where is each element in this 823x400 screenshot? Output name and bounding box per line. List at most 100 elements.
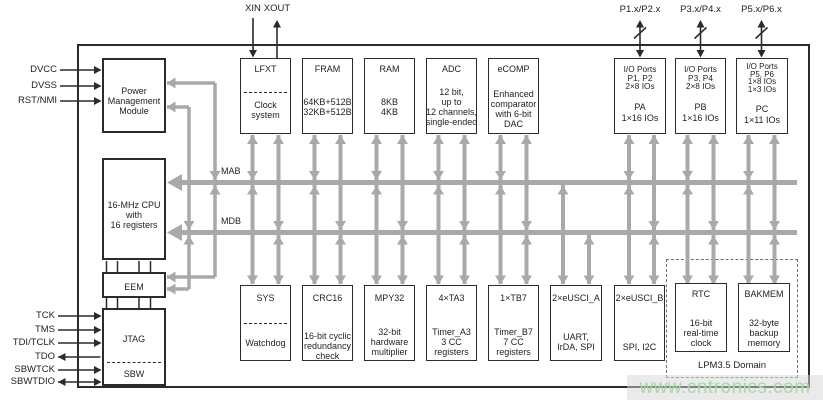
block-text-line: 32-byte: [748, 318, 780, 328]
block-rtc: RTC 16-bit real-time clock: [675, 283, 727, 352]
block-text-line: UART,: [563, 332, 589, 342]
block-text-line: registers: [496, 347, 531, 357]
block-text-line: 12 channels,: [425, 107, 478, 117]
dashed-divider: [107, 362, 161, 363]
arrowhead: [696, 20, 705, 28]
pin-label-rst-nmi: RST/NMI: [17, 95, 57, 106]
block-title: CRC16: [312, 293, 343, 303]
block-text-line: system: [251, 110, 280, 120]
pin-label-dvss: DVSS: [31, 80, 57, 91]
arrowhead: [58, 378, 66, 386]
block-text-line: 32KB+512B: [303, 107, 352, 117]
block-text-line: 64KB+512B: [303, 97, 352, 107]
block-text-line: PB: [694, 102, 707, 112]
block-lfxt-clock: LFXT Clock system: [240, 58, 291, 134]
arrowhead: [757, 20, 766, 28]
watermark-text: www.cntronics.com: [639, 376, 811, 398]
block-sys-watchdog: SYS Watchdog: [240, 285, 291, 361]
block-text-line: Watchdog: [245, 338, 286, 348]
block-text-line: Module: [119, 106, 149, 116]
pin-label-xout: XOUT: [263, 3, 291, 14]
block-text-line: I/O Ports: [746, 62, 778, 71]
block-title: EEM: [124, 282, 144, 292]
block-text-line: 16-bit: [689, 318, 713, 328]
block-fram: FRAM 64KB+512B 32KB+512B: [302, 58, 353, 134]
pin-label-dvcc: DVCC: [30, 64, 57, 75]
device-boundary: [77, 44, 810, 388]
arrowhead: [273, 20, 281, 28]
block-text-line: registers: [434, 347, 469, 357]
block-title: SYS: [256, 293, 275, 303]
block-text-line: PC: [755, 104, 769, 114]
block-mpy32: MPY32 32-bit hardware multiplier: [364, 285, 415, 361]
block-text-line: Management: [107, 96, 161, 106]
pin-label-tck: TCK: [36, 310, 55, 321]
block-text-line: I/O Ports: [623, 64, 657, 74]
block-eusci-b: 2×eUSCI_B SPI, I2C: [614, 285, 665, 361]
block-text-line: 4KB: [380, 107, 398, 117]
block-title: 2×eUSCI_B: [615, 293, 664, 303]
block-text-line: hardware: [370, 337, 409, 347]
block-text-line: 1×3 IOs: [747, 84, 777, 94]
block-text-line: Enhanced: [493, 89, 534, 99]
block-io-ports-p1-p2: I/O Ports P1, P2 2×8 IOs PA 1×16 IOs: [614, 58, 666, 134]
block-title: MPY32: [374, 293, 405, 303]
arrowhead: [636, 20, 644, 28]
block-text-line: memory: [747, 338, 781, 348]
block-cpu: 16-MHz CPU with 16 registers: [102, 158, 166, 260]
lpm-domain-label: LPM3.5 Domain: [697, 360, 767, 371]
block-text-line: Timer_B7: [494, 327, 533, 337]
block-text-line: 32-bit: [378, 327, 401, 337]
block-text-line: P1, P2: [627, 72, 653, 83]
block-title: JTAG: [122, 334, 146, 344]
block-text-line: 16-MHz CPU: [107, 200, 161, 210]
bus-width-slash: [633, 26, 647, 40]
block-title: 2×eUSCI_A: [552, 293, 600, 303]
block-text-line: 7 CC: [503, 337, 524, 347]
block-power-management: Power Management Module: [102, 58, 166, 133]
block-io-ports-p5-p6: I/O Ports P5, P6 1×8 IOs 1×3 IOs PC 1×11…: [736, 58, 788, 134]
block-text-line: 1×16 IOs: [621, 113, 659, 123]
block-text-line: I/O Ports: [684, 64, 717, 74]
block-text-line: check: [315, 351, 340, 361]
bus-width-slash: [754, 26, 769, 40]
block-text-line: with: [125, 210, 142, 220]
block-text-line: 1×8 IOs: [747, 77, 777, 87]
block-title: RAM: [379, 64, 400, 74]
block-text-line: redundancy: [303, 341, 352, 351]
pin-label-xin: XIN: [245, 3, 261, 14]
block-text-line: 1×11 IOs: [743, 115, 781, 125]
watermark: www.cntronics.com: [627, 375, 823, 400]
block-text-line: 2×8 IOs: [685, 81, 716, 91]
block-text-line: 2×8 IOs: [625, 81, 655, 91]
block-text-line: comparator: [490, 99, 537, 109]
block-text-line: P5, P6: [749, 69, 774, 79]
block-text-line: 12 bit,: [439, 87, 464, 97]
block-text-line: SPI, I2C: [622, 342, 657, 352]
block-text-line: PA: [634, 102, 646, 112]
dashed-divider: [244, 92, 287, 93]
block-eem: EEM: [102, 272, 166, 298]
block-title: ADC: [441, 64, 461, 74]
block-title: SBW: [123, 369, 145, 379]
block-eusci-a: 2×eUSCI_A UART, IrDA, SPI: [550, 285, 602, 361]
block-io-ports-p3-p4: I/O Ports P3, P4 2×8 IOs PB 1×16 IOs: [675, 58, 726, 134]
block-text-line: DAC: [503, 119, 523, 129]
block-title: eCOMP: [497, 64, 530, 74]
block-adc: ADC 12 bit, up to 12 channels, single-en…: [426, 58, 477, 134]
block-title: BAKMEM: [744, 289, 784, 299]
block-text-line: 3 CC: [441, 337, 462, 347]
block-title: 1×TB7: [500, 293, 527, 303]
mdb-bus-label: MDB: [221, 216, 241, 226]
pin-label-tdi-tclk: TDI/TCLK: [12, 337, 55, 348]
block-text-line: with 6-bit: [495, 109, 532, 119]
pin-label-tdo: TDO: [34, 351, 55, 362]
block-text-line: clock: [690, 338, 712, 348]
block-text-line: real-time: [683, 328, 719, 338]
mab-bus-label: MAB: [221, 166, 241, 176]
block-text-line: 8KB: [380, 97, 398, 107]
pin-label-sbwtck: SBWTCK: [14, 364, 55, 375]
block-title: 4×TA3: [438, 293, 465, 303]
block-ram: RAM 8KB 4KB: [364, 58, 415, 134]
block-text-line: Clock: [254, 100, 277, 110]
